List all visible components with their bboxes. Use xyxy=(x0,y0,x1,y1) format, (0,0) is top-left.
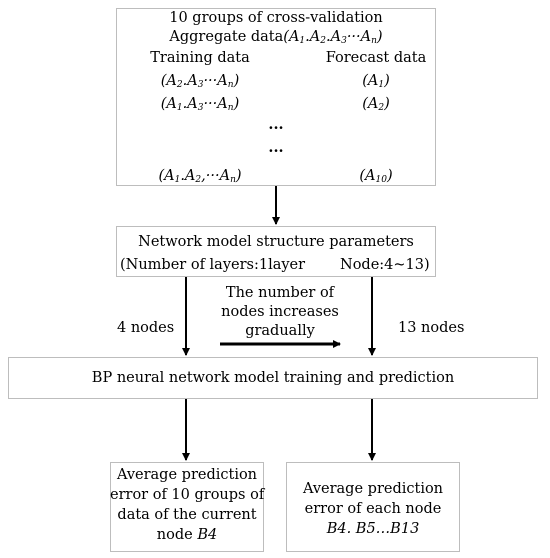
training-row-2: (A1.A3···An) xyxy=(160,96,240,113)
forecast-row-10: (A10) xyxy=(359,168,393,185)
forecast-row-1: (A1) xyxy=(362,73,390,90)
ellipsis-1: ··· xyxy=(268,120,284,137)
current-node-variable: B4 xyxy=(197,527,218,543)
current-node-error-line-1: Average prediction xyxy=(116,467,258,483)
bp-training-text: BP neural network model training and pre… xyxy=(91,370,455,386)
right-branch-label: 13 nodes xyxy=(398,320,465,336)
node-parameter: Node:4~13) xyxy=(340,257,430,273)
forecast-data-header: Forecast data xyxy=(325,50,427,66)
each-node-error-line-1: Average prediction xyxy=(302,481,444,497)
current-node-error-line-4: node B4 xyxy=(156,527,218,543)
current-node-error-box xyxy=(110,462,264,552)
aggregate-data-line: Aggregate data(A1.A2.A3···An) xyxy=(116,28,436,46)
each-node-error-box xyxy=(286,462,460,552)
current-node-error-line-2: error of 10 groups of xyxy=(110,487,265,503)
bp-training-box xyxy=(8,357,538,399)
forecast-row-2: (A2) xyxy=(362,96,390,113)
training-row-10: (A1.A2,···An) xyxy=(158,168,242,185)
network-structure-box xyxy=(116,226,436,277)
cross-validation-box xyxy=(116,8,436,186)
aggregate-data-label: Aggregate data xyxy=(169,29,284,45)
each-node-error-line-3: B4. B5…B13 xyxy=(326,521,420,537)
layers-parameter: (Number of layers:1layer xyxy=(120,257,306,273)
cross-validation-title: 10 groups of cross-validation xyxy=(169,10,383,26)
middle-label-line-2: nodes increases xyxy=(221,304,339,320)
training-row-1: (A2.A3···An) xyxy=(160,73,240,90)
left-branch-label: 4 nodes xyxy=(117,320,175,336)
network-structure-title: Network model structure parameters xyxy=(138,234,414,250)
aggregate-data-expr: (A1.A2.A3···An) xyxy=(283,29,383,46)
middle-label-line-3: gradually xyxy=(245,323,315,339)
current-node-error-line-3: data of the current xyxy=(117,507,257,523)
ellipsis-2: ··· xyxy=(268,143,284,160)
middle-label-line-1: The number of xyxy=(225,285,335,301)
each-node-error-line-2: error of each node xyxy=(304,501,442,517)
training-data-header: Training data xyxy=(150,50,250,66)
